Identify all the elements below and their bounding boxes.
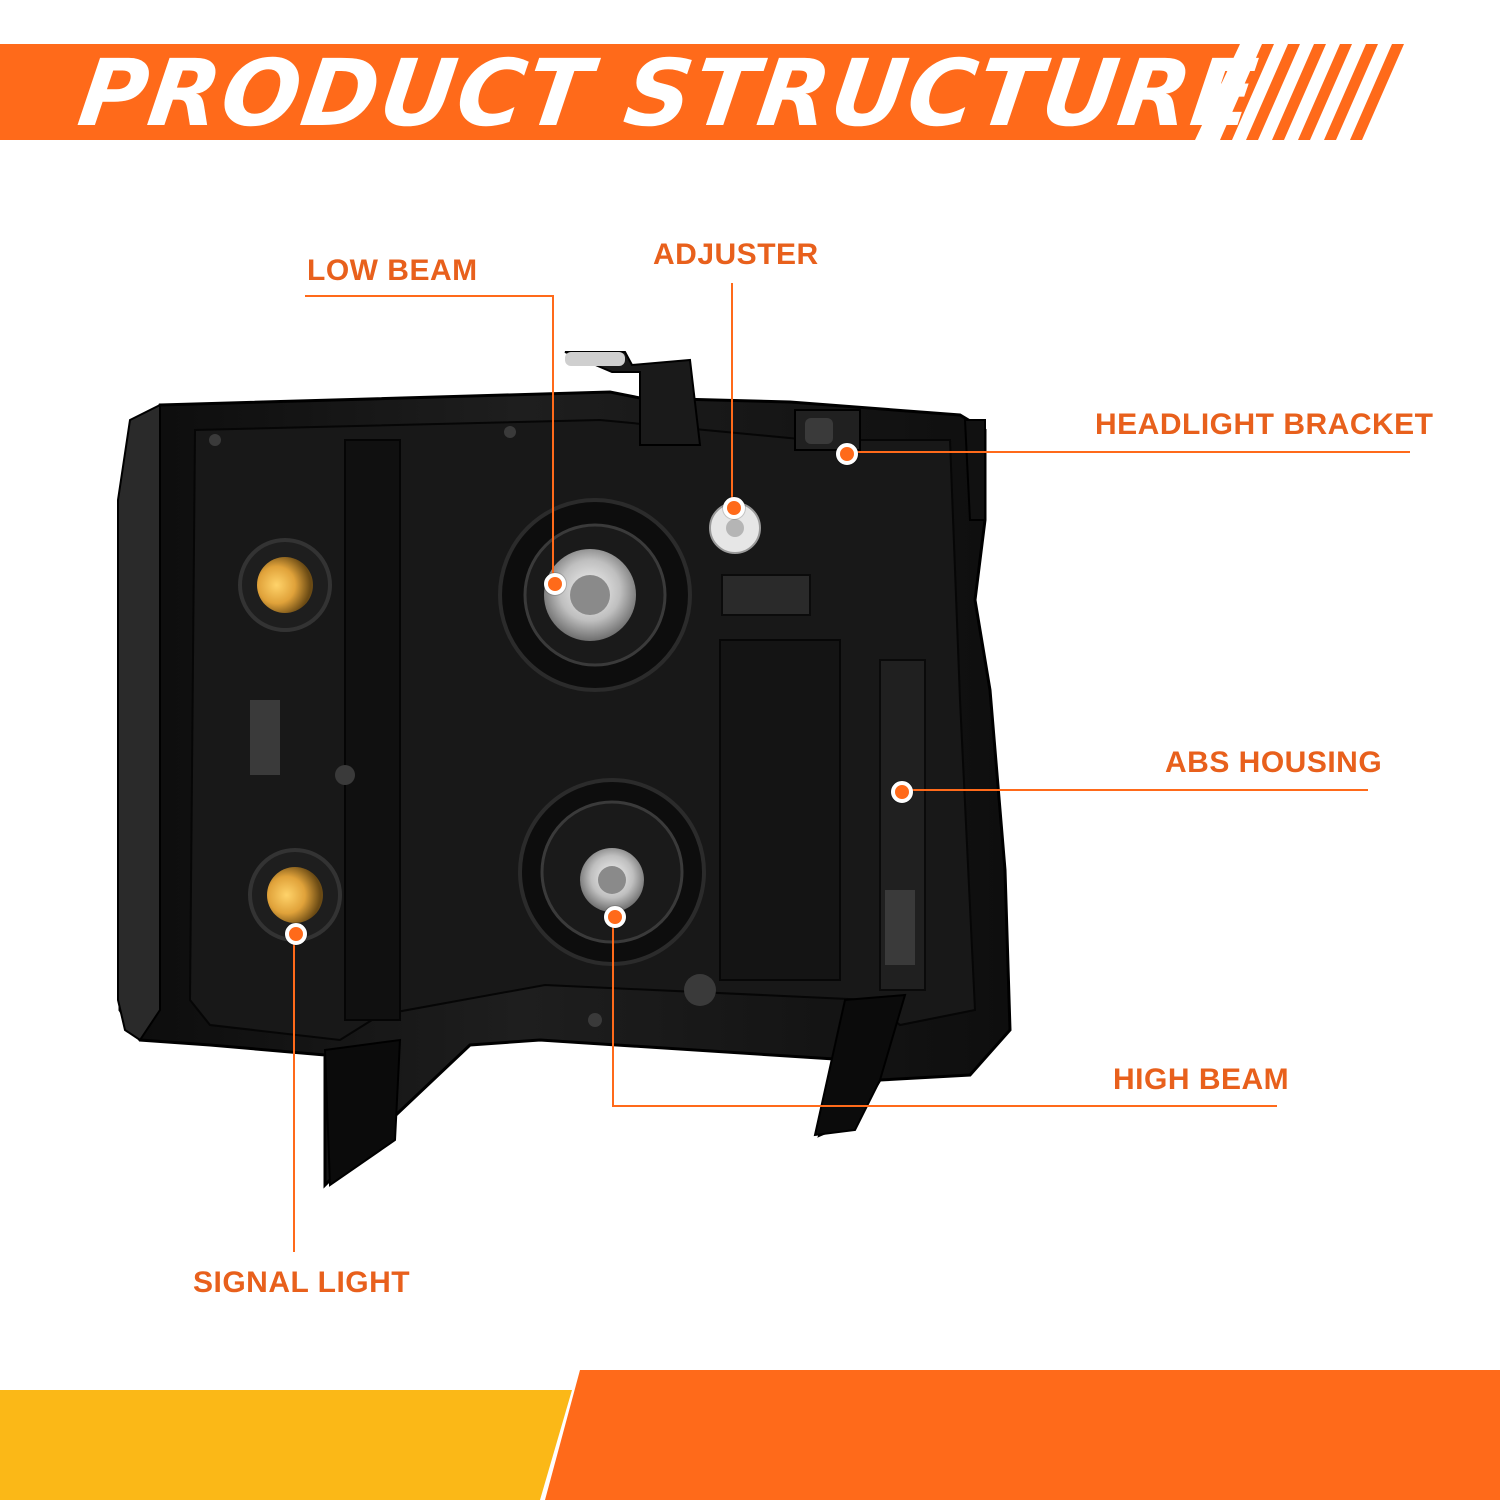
label-high-beam: HIGH BEAM [1113,1063,1290,1096]
footer-shape [0,1370,1500,1500]
label-low-beam: LOW BEAM [307,254,478,287]
lower-tab-left [323,1038,402,1187]
banner-bar [0,44,1240,140]
dot-abs-housing [891,781,913,803]
banner-stripes [1220,44,1404,140]
header-banner: PRODUCT STRUCTURE [0,0,1500,160]
low-beam-socket [498,498,692,692]
signal-socket-lower [248,848,342,942]
dot-signal-light [285,923,307,945]
footer-orange-band [545,1370,1500,1500]
label-abs-housing: ABS HOUSING [1165,746,1383,779]
label-headlight-bracket: HEADLIGHT BRACKET [1095,408,1434,441]
dot-adjuster [723,497,745,519]
banner-shape [0,44,1404,140]
banner-gap [1201,44,1250,140]
dot-low-beam [544,573,566,595]
bracket-hole [805,418,833,444]
label-plate [721,574,811,616]
high-beam-socket [518,778,706,966]
bracket-clip [963,419,986,521]
lens-edge [117,403,161,1042]
adjuster-post [564,351,702,446]
adjuster-tab [565,352,625,366]
dot-high-beam [604,906,626,928]
label-adjuster: ADJUSTER [653,238,819,271]
signal-socket-upper [238,538,332,632]
center-panel [719,639,841,981]
footer-bands [0,1370,1500,1500]
left-rib [344,439,401,1021]
footer-yellow-band [0,1390,572,1500]
dot-headlight-bracket [836,443,858,465]
label-signal-light: SIGNAL LIGHT [193,1266,411,1299]
